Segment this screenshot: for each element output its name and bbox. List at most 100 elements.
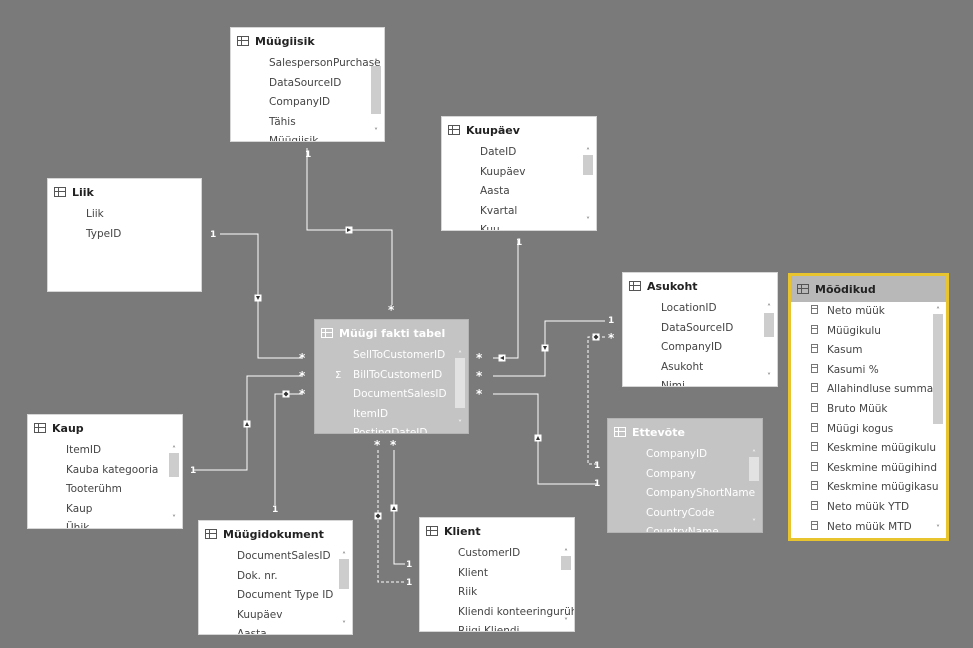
relationship-line[interactable] <box>306 148 393 305</box>
relationship-3[interactable] <box>493 320 605 377</box>
scroll-up-icon[interactable]: ˄ <box>458 350 462 359</box>
relationship-line[interactable] <box>393 450 405 565</box>
field-row[interactable]: Neto müük MTD <box>791 518 946 538</box>
scroll-down-icon[interactable]: ˅ <box>752 518 756 527</box>
field-row[interactable]: Liik <box>48 205 201 225</box>
field-row[interactable]: DataSourceID <box>623 319 777 339</box>
table-header[interactable]: Liik <box>48 179 201 205</box>
field-row[interactable]: Kliendi konteeringurühm <box>420 603 574 623</box>
field-row[interactable]: TypeID <box>48 225 201 245</box>
scroll-down-icon[interactable]: ˅ <box>374 127 378 136</box>
scroll-down-icon[interactable]: ˅ <box>458 419 462 428</box>
relationship-8[interactable] <box>374 450 406 583</box>
field-row[interactable]: Kvartal <box>442 202 596 222</box>
field-row[interactable]: Tooterühm <box>28 480 182 500</box>
relationship-line[interactable] <box>193 375 302 471</box>
scroll-up-icon[interactable]: ˄ <box>172 445 176 454</box>
relationship-4[interactable] <box>587 333 605 465</box>
scrollbar[interactable]: ˄˅ <box>763 303 775 382</box>
relationship-line[interactable] <box>493 240 519 359</box>
scroll-thumb[interactable] <box>583 155 593 175</box>
field-row[interactable]: CompanyID <box>623 338 777 358</box>
field-row[interactable]: Aasta <box>442 182 596 202</box>
field-row[interactable]: CountryName <box>608 523 762 532</box>
field-row[interactable]: Tähis <box>231 113 384 133</box>
field-row[interactable]: Kaup <box>28 500 182 520</box>
field-row[interactable]: Document Type ID <box>199 586 352 606</box>
relationship-line[interactable] <box>274 393 302 505</box>
scrollbar[interactable]: ˄˅ <box>932 306 944 534</box>
relationship-line[interactable] <box>377 450 405 583</box>
table-header[interactable]: Mõõdikud <box>791 276 946 302</box>
field-row[interactable]: SalespersonPurchase <box>231 54 384 74</box>
field-row[interactable]: Kuupäev <box>199 606 352 626</box>
field-row[interactable]: Müügiisik <box>231 132 384 141</box>
table-header[interactable]: Kuupäev <box>442 117 596 143</box>
field-row[interactable]: DataSourceID <box>231 74 384 94</box>
scroll-up-icon[interactable]: ˄ <box>586 147 590 156</box>
table-header[interactable]: Ettevõte <box>608 419 762 445</box>
field-row[interactable]: LocationID <box>623 299 777 319</box>
scroll-up-icon[interactable]: ˄ <box>342 551 346 560</box>
relationship-line[interactable] <box>587 336 605 465</box>
table-header[interactable]: Müügidokument <box>199 521 352 547</box>
field-row[interactable]: Riik <box>420 583 574 603</box>
field-row[interactable]: CustomerID <box>420 544 574 564</box>
scroll-thumb[interactable] <box>561 556 571 570</box>
relationship-5[interactable] <box>493 393 597 485</box>
field-row[interactable]: Bruto Müük <box>791 400 946 420</box>
relationship-line[interactable] <box>493 320 605 377</box>
scroll-down-icon[interactable]: ˅ <box>342 620 346 629</box>
field-row[interactable]: Neto müük YTD <box>791 498 946 518</box>
field-row[interactable]: CountryCode <box>608 504 762 524</box>
field-row[interactable]: DocumentSalesID <box>199 547 352 567</box>
scroll-thumb[interactable] <box>933 314 943 424</box>
table-header[interactable]: Kaup <box>28 415 182 441</box>
scroll-thumb[interactable] <box>455 358 465 408</box>
scroll-thumb[interactable] <box>339 559 349 589</box>
scrollbar[interactable]: ˄˅ <box>454 350 466 429</box>
scrollbar[interactable]: ˄˅ <box>582 147 594 226</box>
field-row[interactable]: Riigi Kliendi <box>420 622 574 631</box>
field-row[interactable]: Neto müük <box>791 302 946 322</box>
scroll-thumb[interactable] <box>764 313 774 337</box>
scroll-up-icon[interactable]: ˄ <box>936 306 940 315</box>
scroll-up-icon[interactable]: ˄ <box>374 58 378 67</box>
scroll-up-icon[interactable]: ˄ <box>752 449 756 458</box>
scrollbar[interactable]: ˄˅ <box>748 449 760 528</box>
relationship-6[interactable] <box>193 375 302 471</box>
scrollbar[interactable]: ˄˅ <box>370 58 382 137</box>
field-row[interactable]: Müügi kogus <box>791 420 946 440</box>
scrollbar[interactable]: ˄˅ <box>560 548 572 627</box>
relationship-line[interactable] <box>493 393 597 485</box>
field-row[interactable]: DocumentSalesID <box>315 385 468 405</box>
field-row[interactable]: Keskmine müügikulu <box>791 439 946 459</box>
table-card-kuupaev[interactable]: KuupäevDateIDKuupäevAastaKvartalKuu˄˅ <box>441 116 597 231</box>
scroll-thumb[interactable] <box>371 66 381 114</box>
table-header[interactable]: Asukoht <box>623 273 777 299</box>
scroll-thumb[interactable] <box>749 457 759 481</box>
table-header[interactable]: Klient <box>420 518 574 544</box>
relationship-2[interactable] <box>220 233 302 359</box>
field-row[interactable]: Kauba kategooria <box>28 461 182 481</box>
relationship-0[interactable] <box>306 148 393 305</box>
scroll-thumb[interactable] <box>169 453 179 477</box>
field-row[interactable]: Klient <box>420 564 574 584</box>
scroll-down-icon[interactable]: ˅ <box>172 514 176 523</box>
relationship-1[interactable] <box>493 240 519 362</box>
field-row[interactable]: DateID <box>442 143 596 163</box>
field-row[interactable]: Nimi <box>623 377 777 386</box>
scroll-up-icon[interactable]: ˄ <box>767 303 771 312</box>
scrollbar[interactable]: ˄˅ <box>168 445 180 524</box>
field-row[interactable]: CompanyID <box>231 93 384 113</box>
scroll-down-icon[interactable]: ˅ <box>564 617 568 626</box>
field-row[interactable]: ItemID <box>315 405 468 425</box>
